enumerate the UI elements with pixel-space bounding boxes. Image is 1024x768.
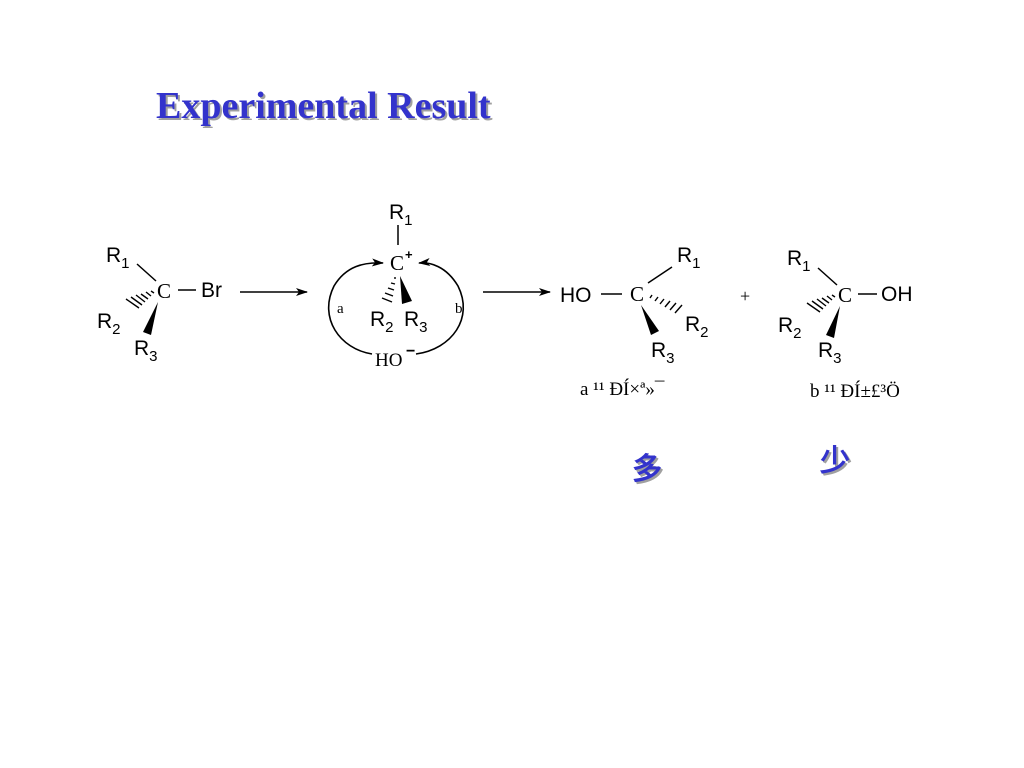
- hydroxide-nucleophile: HO: [375, 350, 402, 371]
- intermediate-r2-hashed-bond: [381, 277, 396, 303]
- product-a-r2-label: R2: [685, 313, 709, 341]
- product-b-molecule: R1 C OH R2 R3: [778, 247, 913, 367]
- reactant-r2-hashed-bond: [125, 290, 155, 309]
- reactant-r3-wedge-bond: [143, 302, 158, 335]
- path-b-label: b: [455, 301, 463, 317]
- product-a-r1-label: R1: [677, 244, 701, 272]
- product-a-hydroxyl: HO: [560, 284, 592, 307]
- product-b-r3-label: R3: [818, 339, 842, 367]
- path-b-arrow: [415, 258, 464, 355]
- product-b-caption: b ¹¹ ÐÍ±£³Ö: [810, 381, 900, 402]
- path-a-arrow: [328, 258, 384, 355]
- product-b-r2-label: R2: [778, 314, 802, 342]
- hydroxide-charge: −: [406, 343, 415, 360]
- intermediate-charge: +: [405, 247, 413, 262]
- reactant-r2-label: R2: [97, 310, 121, 338]
- product-a-caption: a ¹¹ ÐÍ×ª»¯: [580, 379, 665, 400]
- reactant-r3-label: R3: [134, 337, 158, 365]
- product-b-carbon: C: [838, 283, 852, 307]
- carbocation-intermediate: R1 C + R2 R3 a b HO −: [328, 201, 464, 371]
- intermediate-carbon: C: [390, 251, 404, 275]
- product-a-carbon: C: [630, 282, 644, 306]
- reactant-carbon: C: [157, 279, 171, 303]
- reactant-molecule: R1 C Br R2 R3: [97, 244, 222, 365]
- product-b-r1-bond: [817, 267, 838, 286]
- product-a-r3-wedge-bond: [641, 305, 659, 335]
- slide-title: Experimental Result: [156, 85, 491, 127]
- product-a-amount: 多: [632, 452, 662, 487]
- product-a-molecule: HO C R1 R2 R3: [560, 244, 709, 367]
- product-b-r3-wedge-bond: [826, 306, 840, 338]
- intermediate-r1-label: R1: [389, 201, 413, 229]
- reactant-leaving-group: Br: [201, 279, 222, 302]
- product-a-r2-hashed-bond: [649, 294, 683, 314]
- product-b-r2-hashed-bond: [806, 294, 836, 313]
- intermediate-r2-label: R2: [370, 308, 394, 336]
- intermediate-r3-label: R3: [404, 308, 428, 336]
- product-b-r1-label: R1: [787, 247, 811, 275]
- intermediate-r3-wedge-bond: [400, 276, 412, 304]
- product-a-r1-bond: [647, 266, 673, 284]
- product-b-amount: 少: [820, 444, 850, 479]
- reactant-r1-label: R1: [106, 244, 130, 272]
- path-a-label: a: [337, 301, 344, 317]
- plus-sign: +: [740, 286, 750, 306]
- product-a-r3-label: R3: [651, 339, 675, 367]
- reactant-r1-bond: [136, 263, 157, 282]
- product-b-hydroxyl: OH: [881, 283, 913, 306]
